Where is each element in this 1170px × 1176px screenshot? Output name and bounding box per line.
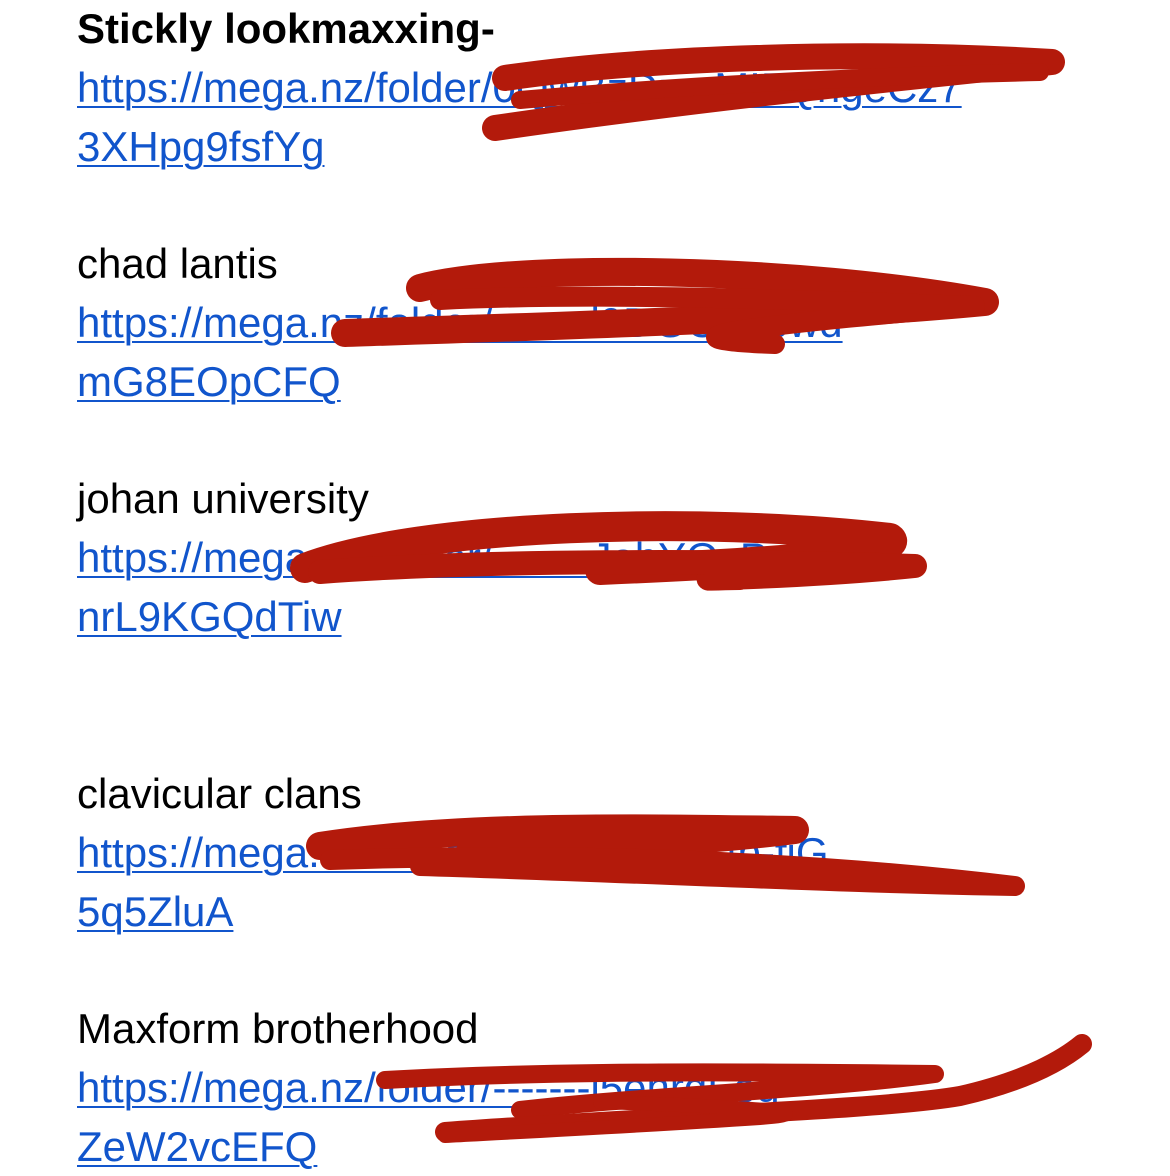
- mega-folder-link[interactable]: https://mega.nz/folder/‑‑‑‑‑‑‑l9DGO9b5wd…: [77, 293, 1117, 411]
- mega-folder-link[interactable]: https://mega.nz/folder/0QwBzDr‑‑‑MI5Qnge…: [77, 58, 1117, 176]
- link-text-line-1: https://mega.nz/folder/‑‑‑‑‑‑‑JabYOzP: [77, 534, 768, 581]
- mega-folder-link[interactable]: https://mega.nz/folder/‑‑‑‑‑‑j6PQ8Gfb-fi…: [77, 823, 1117, 941]
- link-entry-4: clavicular clans https://mega.nz/folder/…: [77, 765, 1117, 941]
- link-text-line-2: ZeW2vcEFQ: [77, 1123, 318, 1170]
- link-entry-2: chad lantis https://mega.nz/folder/‑‑‑‑‑…: [77, 235, 1117, 411]
- entry-title: johan university: [77, 475, 369, 522]
- link-text-line-2: nrL9KGQdTiw: [77, 593, 342, 640]
- link-entry-5: Maxform brotherhood https://mega.nz/fold…: [77, 1000, 1117, 1176]
- link-text-line-2: 3XHpg9fsfYg: [77, 123, 325, 170]
- link-text-line-1: https://mega.nz/folder/0QwBzDr‑‑‑MI5Qnge…: [77, 64, 962, 111]
- link-text-line-1: https://mega.nz/folder/‑‑‑‑‑‑‑j5ehrqFeg: [77, 1064, 780, 1111]
- link-text-line-2: 5q5ZluA: [77, 888, 234, 935]
- link-text-line-2: mG8EOpCFQ: [77, 358, 341, 405]
- entry-title: chad lantis: [77, 240, 278, 287]
- entry-title: clavicular clans: [77, 770, 362, 817]
- link-entry-3: johan university https://mega.nz/folder/…: [77, 470, 1117, 646]
- link-entry-1: Stickly lookmaxxing- https://mega.nz/fol…: [77, 0, 1117, 176]
- entry-title: Maxform brotherhood: [77, 1005, 479, 1052]
- mega-folder-link[interactable]: https://mega.nz/folder/‑‑‑‑‑‑‑JabYOzP nr…: [77, 528, 1117, 646]
- entry-title: Stickly lookmaxxing-: [77, 5, 495, 52]
- link-text-line-1: https://mega.nz/folder/‑‑‑‑‑‑j6PQ8Gfb-fi…: [77, 829, 829, 876]
- mega-folder-link[interactable]: https://mega.nz/folder/‑‑‑‑‑‑‑j5ehrqFeg …: [77, 1058, 1117, 1176]
- link-text-line-1: https://mega.nz/folder/‑‑‑‑‑‑‑l9DGO9b5wd: [77, 299, 843, 346]
